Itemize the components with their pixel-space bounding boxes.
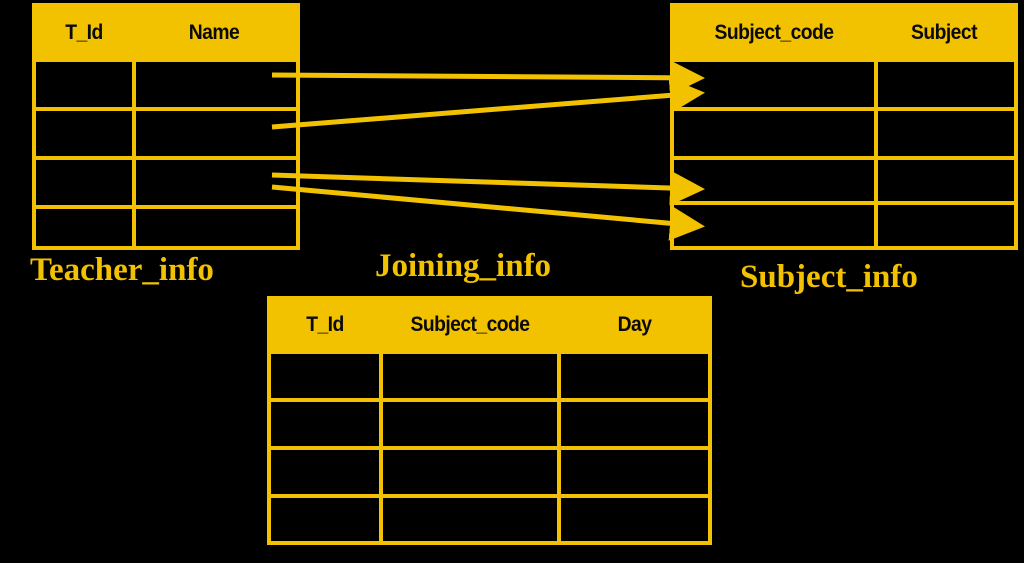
table-row[interactable]: [674, 156, 1014, 201]
cell-day[interactable]: [557, 450, 708, 494]
table-teacher-info[interactable]: T_Id Name: [32, 3, 300, 250]
cell-day[interactable]: [557, 354, 708, 398]
cell-name[interactable]: [132, 111, 296, 156]
column-header-day: Day: [617, 313, 652, 336]
table-header-row: T_Id Name: [36, 7, 296, 58]
column-header-subject-code: Subject_code: [410, 313, 531, 336]
table-label-subject-info: Subject_info: [740, 259, 918, 295]
cell-subject[interactable]: [874, 62, 1014, 107]
teacher-row1-to-subject-row1: [271, 60, 705, 96]
cell-day[interactable]: [557, 498, 708, 541]
cell-subject[interactable]: [874, 111, 1014, 156]
column-header-name: Name: [188, 20, 240, 44]
table-subject-info[interactable]: Subject_code Subject: [670, 3, 1018, 250]
table-joining-info[interactable]: T_Id Subject_code Day: [267, 296, 712, 545]
column-header-subject-code: Subject_code: [714, 20, 835, 44]
table-row[interactable]: [271, 350, 708, 398]
teacher-row2-to-subject-row1: [271, 77, 705, 130]
cell-subject-code[interactable]: [674, 111, 874, 156]
cell-t-id[interactable]: [271, 354, 379, 398]
table-row[interactable]: [36, 107, 296, 156]
teacher-row3-to-subject-row3: [271, 170, 705, 206]
cell-t-id[interactable]: [36, 209, 132, 246]
table-row[interactable]: [36, 205, 296, 246]
table-row[interactable]: [674, 201, 1014, 246]
cell-name[interactable]: [132, 160, 296, 205]
table-row[interactable]: [271, 446, 708, 494]
column-header-subject: Subject: [911, 20, 977, 44]
cell-subject[interactable]: [874, 160, 1014, 201]
cell-t-id[interactable]: [271, 498, 379, 541]
table-header-row: Subject_code Subject: [674, 7, 1014, 58]
table-label-joining-info: Joining_info: [375, 248, 552, 284]
cell-subject-code[interactable]: [674, 160, 874, 201]
cell-subject-code[interactable]: [379, 402, 557, 446]
table-header-row: T_Id Subject_code Day: [271, 300, 708, 350]
cell-t-id[interactable]: [36, 111, 132, 156]
cell-day[interactable]: [557, 402, 708, 446]
cell-name[interactable]: [132, 209, 296, 246]
column-header-t-id: T_Id: [65, 20, 103, 44]
table-label-teacher-info: Teacher_info: [30, 252, 214, 288]
cell-subject-code[interactable]: [379, 354, 557, 398]
table-row[interactable]: [36, 156, 296, 205]
column-header-t-id: T_Id: [306, 313, 344, 336]
table-row[interactable]: [674, 107, 1014, 156]
cell-t-id[interactable]: [271, 450, 379, 494]
table-row[interactable]: [271, 494, 708, 541]
cell-subject-code[interactable]: [379, 450, 557, 494]
table-row[interactable]: [271, 398, 708, 446]
cell-subject-code[interactable]: [674, 205, 874, 246]
table-row[interactable]: [36, 58, 296, 107]
cell-t-id[interactable]: [271, 402, 379, 446]
cell-subject-code[interactable]: [379, 498, 557, 541]
table-row[interactable]: [674, 58, 1014, 107]
cell-subject[interactable]: [874, 205, 1014, 246]
cell-t-id[interactable]: [36, 160, 132, 205]
teacher-row3b-to-subject-row4: [271, 184, 705, 241]
cell-name[interactable]: [132, 62, 296, 107]
cell-subject-code[interactable]: [674, 62, 874, 107]
cell-t-id[interactable]: [36, 62, 132, 107]
